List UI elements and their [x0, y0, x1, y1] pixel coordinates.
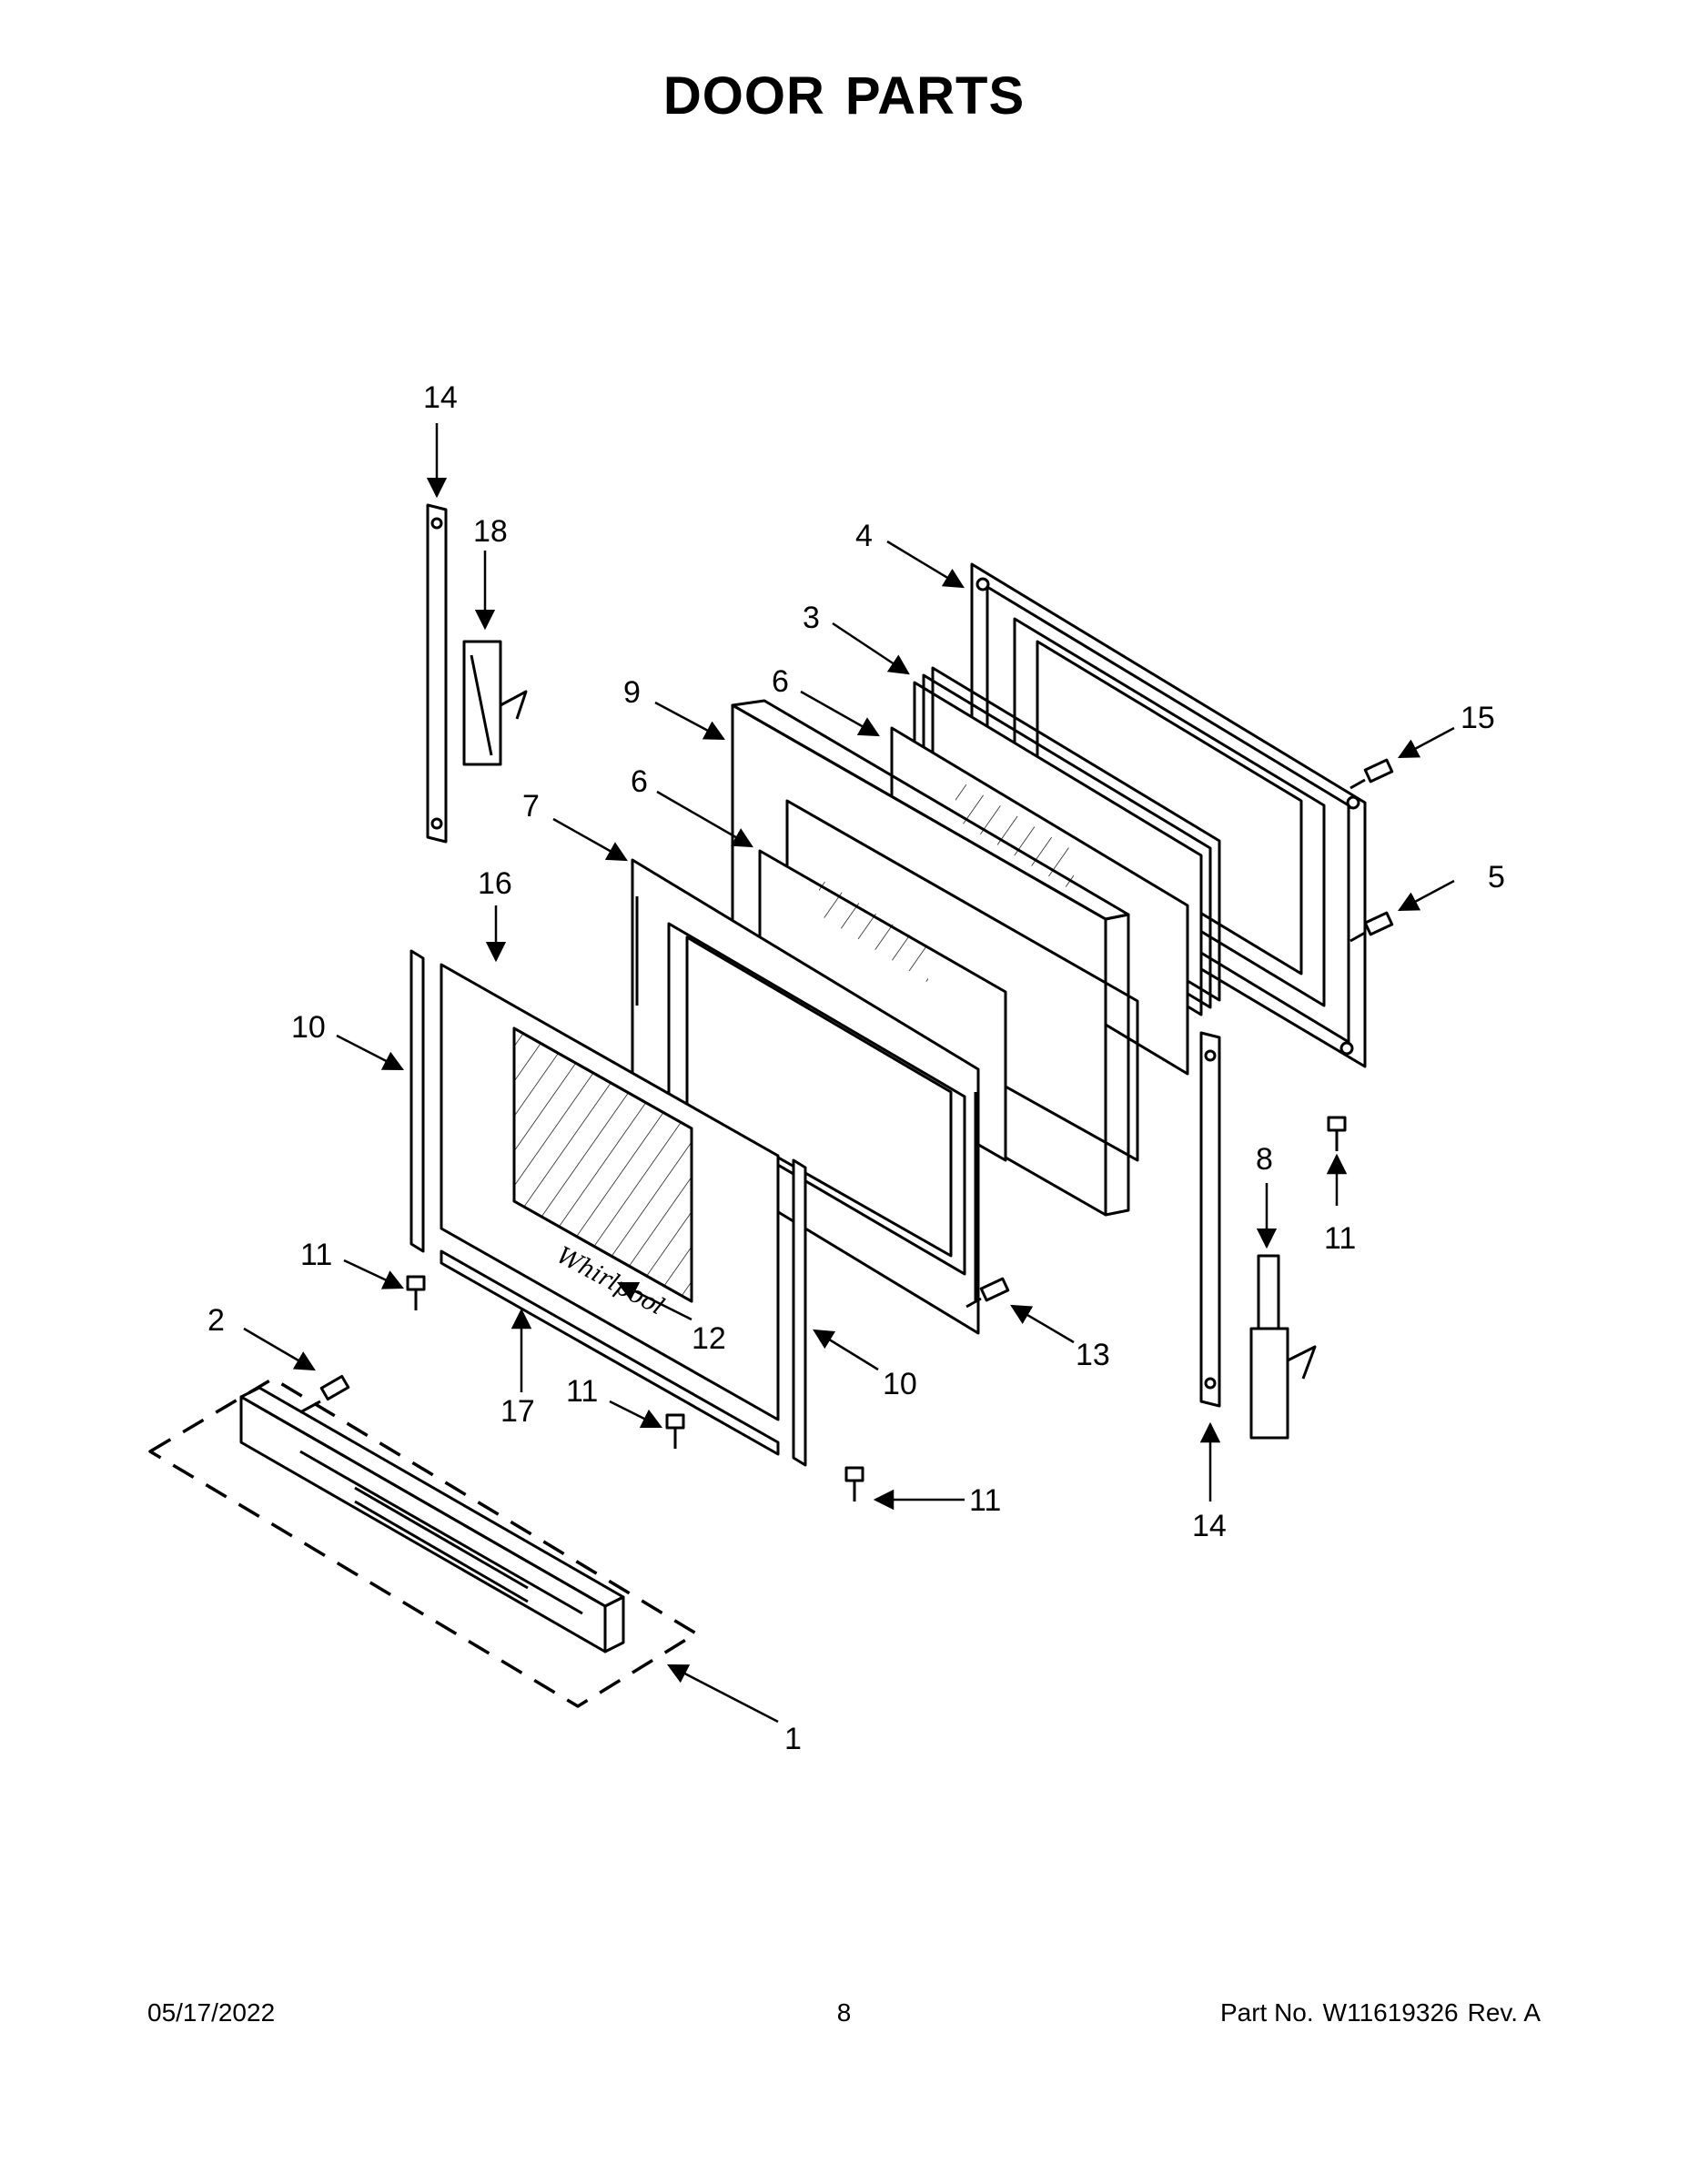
title-word-parts: PARTS — [844, 66, 1026, 126]
leader-7 — [552, 817, 628, 862]
page-title: DOOR PARTS — [0, 66, 1688, 126]
callout-11-bottom-right: 11 — [969, 1483, 1001, 1518]
footer-page-number: 8 — [836, 1998, 852, 2027]
part-number: W11619326 — [1322, 1998, 1459, 2027]
door-liner — [631, 858, 980, 1335]
leader-3 — [832, 622, 910, 675]
callout-17: 17 — [500, 1394, 535, 1429]
callout-7: 7 — [522, 789, 540, 824]
footer-date: 05/17/2022 — [147, 1998, 276, 2027]
callout-12: 12 — [692, 1321, 726, 1356]
screw-11-left — [406, 1275, 426, 1310]
callout-11-bottom-center: 11 — [566, 1374, 598, 1409]
part-label: Part No. — [1219, 1998, 1314, 2027]
revision: Rev. A — [1467, 1998, 1541, 2027]
screw-13 — [965, 1277, 1010, 1309]
callout-3: 3 — [803, 601, 820, 635]
left-hinge-arm — [426, 503, 448, 844]
screw-5 — [1349, 911, 1394, 943]
screw-11-right — [1327, 1116, 1347, 1151]
callout-14-top: 14 — [423, 380, 458, 415]
door-handle-panel — [239, 1386, 625, 1653]
left-hinge-receiver — [462, 640, 528, 766]
screw-11-bottom-center — [665, 1413, 685, 1449]
callout-1: 1 — [784, 1722, 802, 1756]
callout-14-bottom: 14 — [1192, 1509, 1227, 1543]
title-word-door: DOOR — [662, 66, 825, 126]
callout-6-front: 6 — [631, 764, 648, 799]
right-hinge-arm — [1199, 1031, 1221, 1408]
callout-16: 16 — [478, 866, 512, 901]
screw-2 — [299, 1374, 350, 1414]
callout-4: 4 — [855, 519, 873, 553]
callout-10-right: 10 — [883, 1367, 917, 1401]
footer-part-number: Part No. W11619326 Rev. A — [1220, 1998, 1541, 2027]
left-side-trim — [409, 949, 425, 1253]
callout-18: 18 — [473, 514, 508, 549]
leader-6-rear — [800, 690, 880, 737]
callout-9: 9 — [623, 675, 641, 710]
leader-15 — [1398, 726, 1455, 759]
callout-6-rear: 6 — [772, 664, 789, 699]
leader-13 — [1010, 1304, 1075, 1344]
screw-11-bottom-right — [844, 1466, 864, 1502]
callout-11-left: 11 — [300, 1238, 332, 1272]
leader-10-left — [336, 1034, 405, 1071]
leader-10-right — [813, 1329, 879, 1371]
leader-9 — [654, 701, 725, 741]
leader-2 — [243, 1327, 316, 1371]
leader-11-bottom-center — [609, 1400, 663, 1429]
callout-11-right: 11 — [1324, 1221, 1356, 1256]
callout-15: 15 — [1461, 701, 1495, 735]
right-hinge-receiver — [1249, 1254, 1317, 1440]
leader-12 — [616, 1281, 692, 1321]
callout-5: 5 — [1488, 860, 1505, 895]
callout-13: 13 — [1076, 1338, 1110, 1372]
leader-5 — [1398, 879, 1455, 912]
leader-4 — [886, 540, 965, 589]
right-side-trim — [792, 1158, 807, 1467]
leader-11-left — [343, 1259, 405, 1289]
leader-6-front — [656, 790, 753, 848]
callout-2: 2 — [207, 1303, 225, 1338]
callout-10-left: 10 — [291, 1010, 326, 1045]
leader-1 — [667, 1663, 779, 1724]
handle-dashed-outline — [148, 1377, 698, 1708]
outer-door-glass: Whirlpool — [440, 963, 780, 1421]
screw-15 — [1349, 758, 1394, 790]
callout-8: 8 — [1256, 1142, 1273, 1177]
bottom-trim — [440, 1249, 780, 1456]
